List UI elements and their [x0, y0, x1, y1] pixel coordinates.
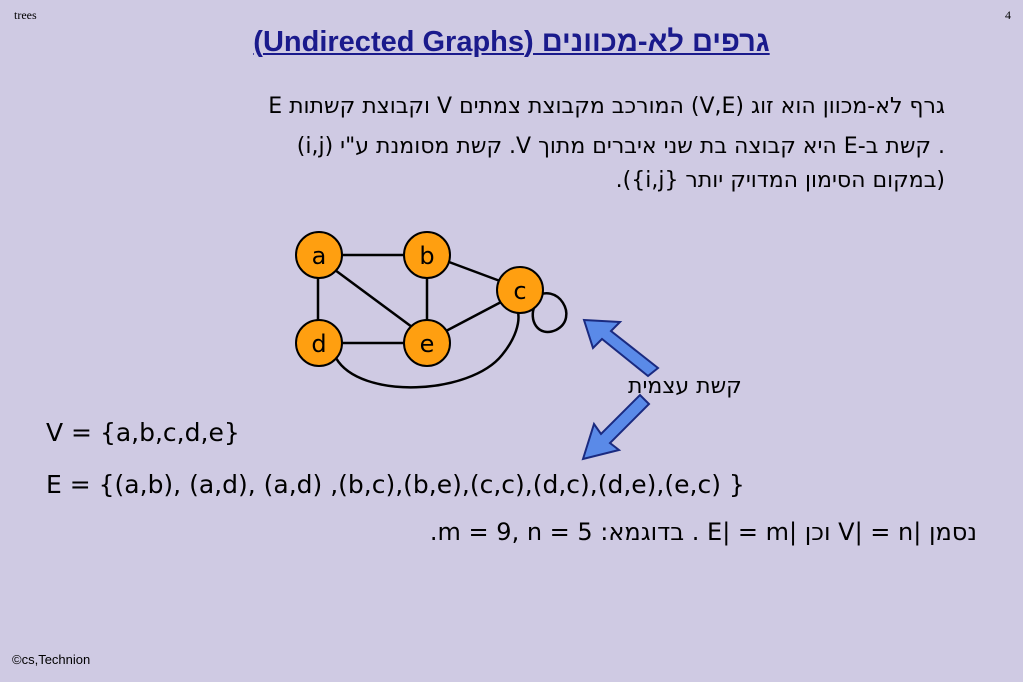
definition-line-2: . קשת ב-E היא קבוצה בת שני איברים מתוך V… [296, 134, 945, 159]
edge-a-e [334, 268, 413, 329]
edge-e-c [445, 299, 504, 333]
definition-line-3: (במקום הסימון המדויק יותר {i,j}). [615, 168, 945, 193]
header-left-text: trees [14, 8, 37, 22]
definition-line-1: גרף לא-מכוון הוא זוג (V,E) המורכב מקבוצת… [268, 94, 945, 119]
edges-set: E = {(a,b), (a,d), (a,d) ,(b,c),(b,e),(c… [46, 470, 745, 499]
node-b-label: b [419, 242, 434, 270]
edge-d-c [334, 311, 520, 389]
edge-b-c [448, 260, 501, 283]
graph-diagram: a b c d e [295, 231, 660, 461]
page-number: 4 [1005, 8, 1011, 22]
node-c: c [496, 266, 544, 314]
notation-line: נסמן |V| = n וכן |E| = m . בדוגמא: m = 9… [429, 518, 977, 546]
arrow-up-icon [582, 318, 660, 378]
node-a-label: a [312, 242, 327, 270]
arrow-down-icon [581, 393, 651, 461]
node-d-label: d [311, 330, 326, 358]
self-loop-label: קשת עצמית [628, 374, 742, 399]
edge-c-c [531, 292, 568, 334]
footer-credit: ©cs,Technion [12, 652, 91, 667]
node-e-label: e [420, 330, 435, 358]
node-d: d [295, 319, 343, 367]
node-a: a [295, 231, 343, 279]
node-b: b [403, 231, 451, 279]
node-e: e [403, 319, 451, 367]
node-c-label: c [513, 277, 526, 305]
vertices-set: V = {a,b,c,d,e} [46, 418, 240, 447]
slide-title: גרפים לא-מכוונים (Undirected Graphs) [253, 26, 770, 58]
